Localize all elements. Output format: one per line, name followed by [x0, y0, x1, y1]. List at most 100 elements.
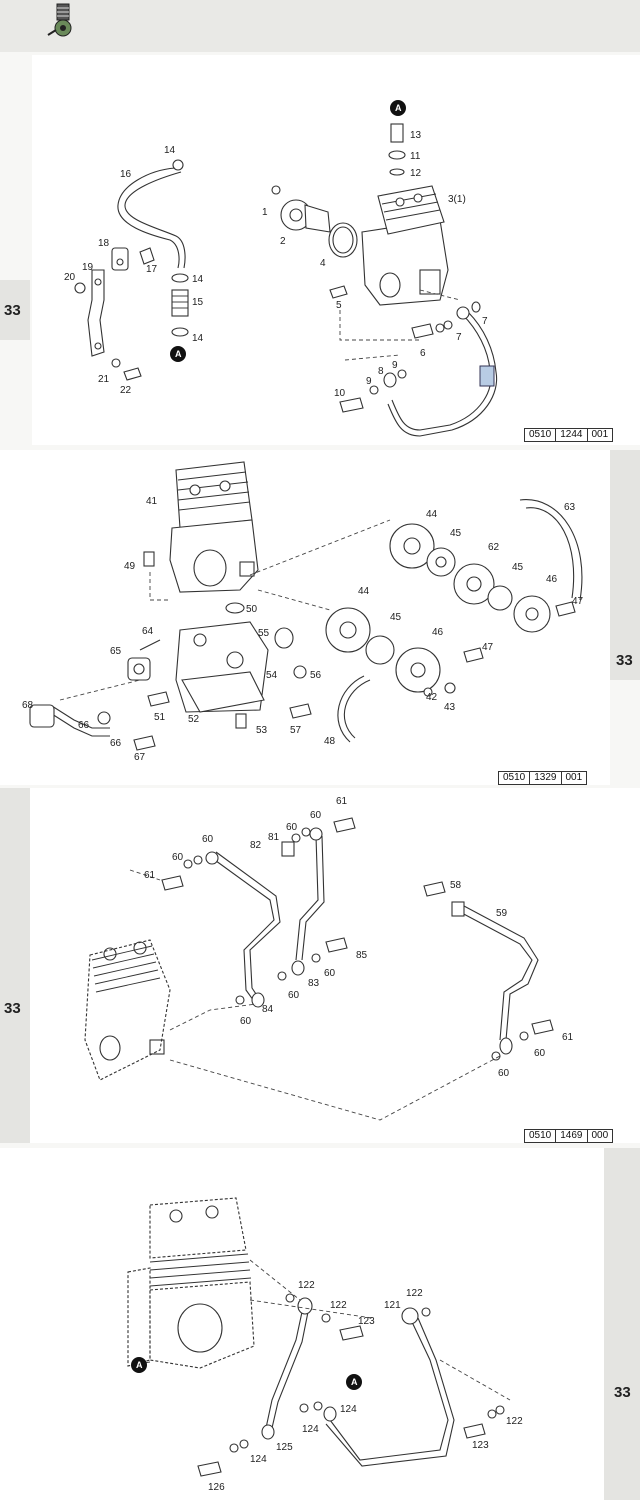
- callout-label: 60: [534, 1048, 546, 1059]
- callout-label: 52: [188, 714, 200, 725]
- callout-label: 122: [506, 1416, 523, 1427]
- header-band: [0, 0, 640, 52]
- section-tab[interactable]: 33: [604, 1148, 640, 1500]
- callout-label: 20: [64, 272, 76, 283]
- callout-label: 12: [410, 168, 422, 179]
- callout-label: 122: [330, 1300, 347, 1311]
- callout-label: 17: [146, 264, 158, 275]
- diagram-panel-3: [30, 788, 640, 1143]
- callout-label: 124: [302, 1424, 319, 1435]
- callout-label: 83: [308, 978, 320, 989]
- callout-label: 4: [320, 258, 326, 269]
- callout-label: 124: [250, 1454, 267, 1465]
- section-tab[interactable]: 33: [610, 450, 640, 680]
- callout-label: 14: [192, 274, 204, 285]
- callout-label: 125: [276, 1442, 293, 1453]
- callout-label: 11: [410, 151, 421, 162]
- diagram-2-callouts: 41 49 44 45 62 63 45 46 47 44 45 46 47 5…: [22, 496, 584, 763]
- diagram-2-drawing: [29, 461, 583, 751]
- compressor-icon: [47, 3, 72, 37]
- callout-label: 15: [192, 297, 204, 308]
- callout-label: 66: [78, 720, 90, 731]
- diagram-3-callouts: 61 60 60 60 81 82 60 61 58 59 85 60 83 6…: [144, 796, 574, 1079]
- callout-label: 123: [472, 1440, 489, 1451]
- callout-label: 61: [336, 796, 348, 807]
- callout-label: 51: [154, 712, 166, 723]
- callout-label: 123: [358, 1316, 375, 1327]
- callout-label: 64: [142, 626, 154, 637]
- callout-label: 61: [562, 1032, 574, 1043]
- section-tab[interactable]: 33: [0, 788, 30, 1143]
- svg-text:A: A: [175, 349, 182, 359]
- callout-label: 49: [124, 561, 136, 572]
- diagram-1-drawing: [74, 123, 498, 437]
- callout-label: 9: [392, 360, 398, 371]
- callout-label: 63: [564, 502, 576, 513]
- callout-label: 16: [120, 169, 132, 180]
- callout-label: 59: [496, 908, 508, 919]
- callout-label: 7: [456, 332, 462, 343]
- callout-label: 46: [432, 627, 444, 638]
- callout-label: 53: [256, 725, 268, 736]
- callout-label: 19: [82, 262, 94, 273]
- callout-label: 57: [290, 725, 302, 736]
- callout-label: 50: [246, 604, 258, 615]
- callout-label: 21: [98, 374, 110, 385]
- diagram-panel-2: [0, 450, 610, 785]
- diagram-1-marker-bottom: A: [170, 346, 186, 362]
- svg-text:A: A: [136, 1360, 143, 1370]
- callout-label: 45: [450, 528, 462, 539]
- callout-label: 47: [572, 596, 584, 607]
- callout-label: 13: [410, 130, 422, 141]
- diagram-1-marker-top: A: [390, 100, 406, 116]
- callout-label: 58: [450, 880, 462, 891]
- callout-label: 55: [258, 628, 270, 639]
- callout-label: 42: [426, 692, 438, 703]
- callout-label: 3(1): [448, 194, 466, 205]
- callout-label: 82: [250, 840, 262, 851]
- callout-label: 65: [110, 646, 122, 657]
- callout-label: 8: [378, 366, 384, 377]
- callout-label: 7: [482, 316, 488, 327]
- callout-label: 44: [426, 509, 438, 520]
- diagram-4-marker-right: A: [346, 1374, 362, 1390]
- callout-label: 126: [208, 1482, 225, 1493]
- callout-label: 44: [358, 586, 370, 597]
- callout-label: 1: [262, 207, 268, 218]
- callout-label: 60: [202, 834, 214, 845]
- section-tab[interactable]: 33: [0, 280, 30, 340]
- callout-label: 60: [288, 990, 300, 1001]
- callout-label: 121: [384, 1300, 401, 1311]
- callout-label: 45: [390, 612, 402, 623]
- diagram-4-marker-left: A: [131, 1357, 147, 1373]
- callout-label: 60: [498, 1068, 510, 1079]
- svg-text:A: A: [395, 103, 402, 113]
- callout-label: 47: [482, 642, 494, 653]
- callout-label: 61: [144, 870, 156, 881]
- callout-label: 41: [146, 496, 158, 507]
- svg-text:A: A: [351, 1377, 358, 1387]
- callout-label: 9: [366, 376, 372, 387]
- callout-label: 56: [310, 670, 322, 681]
- callout-label: 68: [22, 700, 34, 711]
- callout-label: 124: [340, 1404, 357, 1415]
- callout-label: 45: [512, 562, 524, 573]
- callout-label: 66: [110, 738, 122, 749]
- diagram-panel-4: [0, 1148, 604, 1500]
- callout-label: 85: [356, 950, 368, 961]
- diagram-4-callouts: 122 122 121 122 123 124 124 122 125 123 …: [208, 1280, 523, 1493]
- callout-label: 81: [268, 832, 280, 843]
- callout-label: 62: [488, 542, 500, 553]
- callout-label: 14: [164, 145, 176, 156]
- callout-label: 6: [420, 348, 426, 359]
- diagram-4-drawing: [127, 1197, 511, 1477]
- diagram-1-callouts: 14 16 18 17 20 19 14 15 14 21 22 13 11 1…: [64, 130, 488, 399]
- diagram-3-drawing: [84, 817, 554, 1121]
- callout-label: 60: [310, 810, 322, 821]
- callout-label: 122: [406, 1288, 423, 1299]
- callout-label: 18: [98, 238, 110, 249]
